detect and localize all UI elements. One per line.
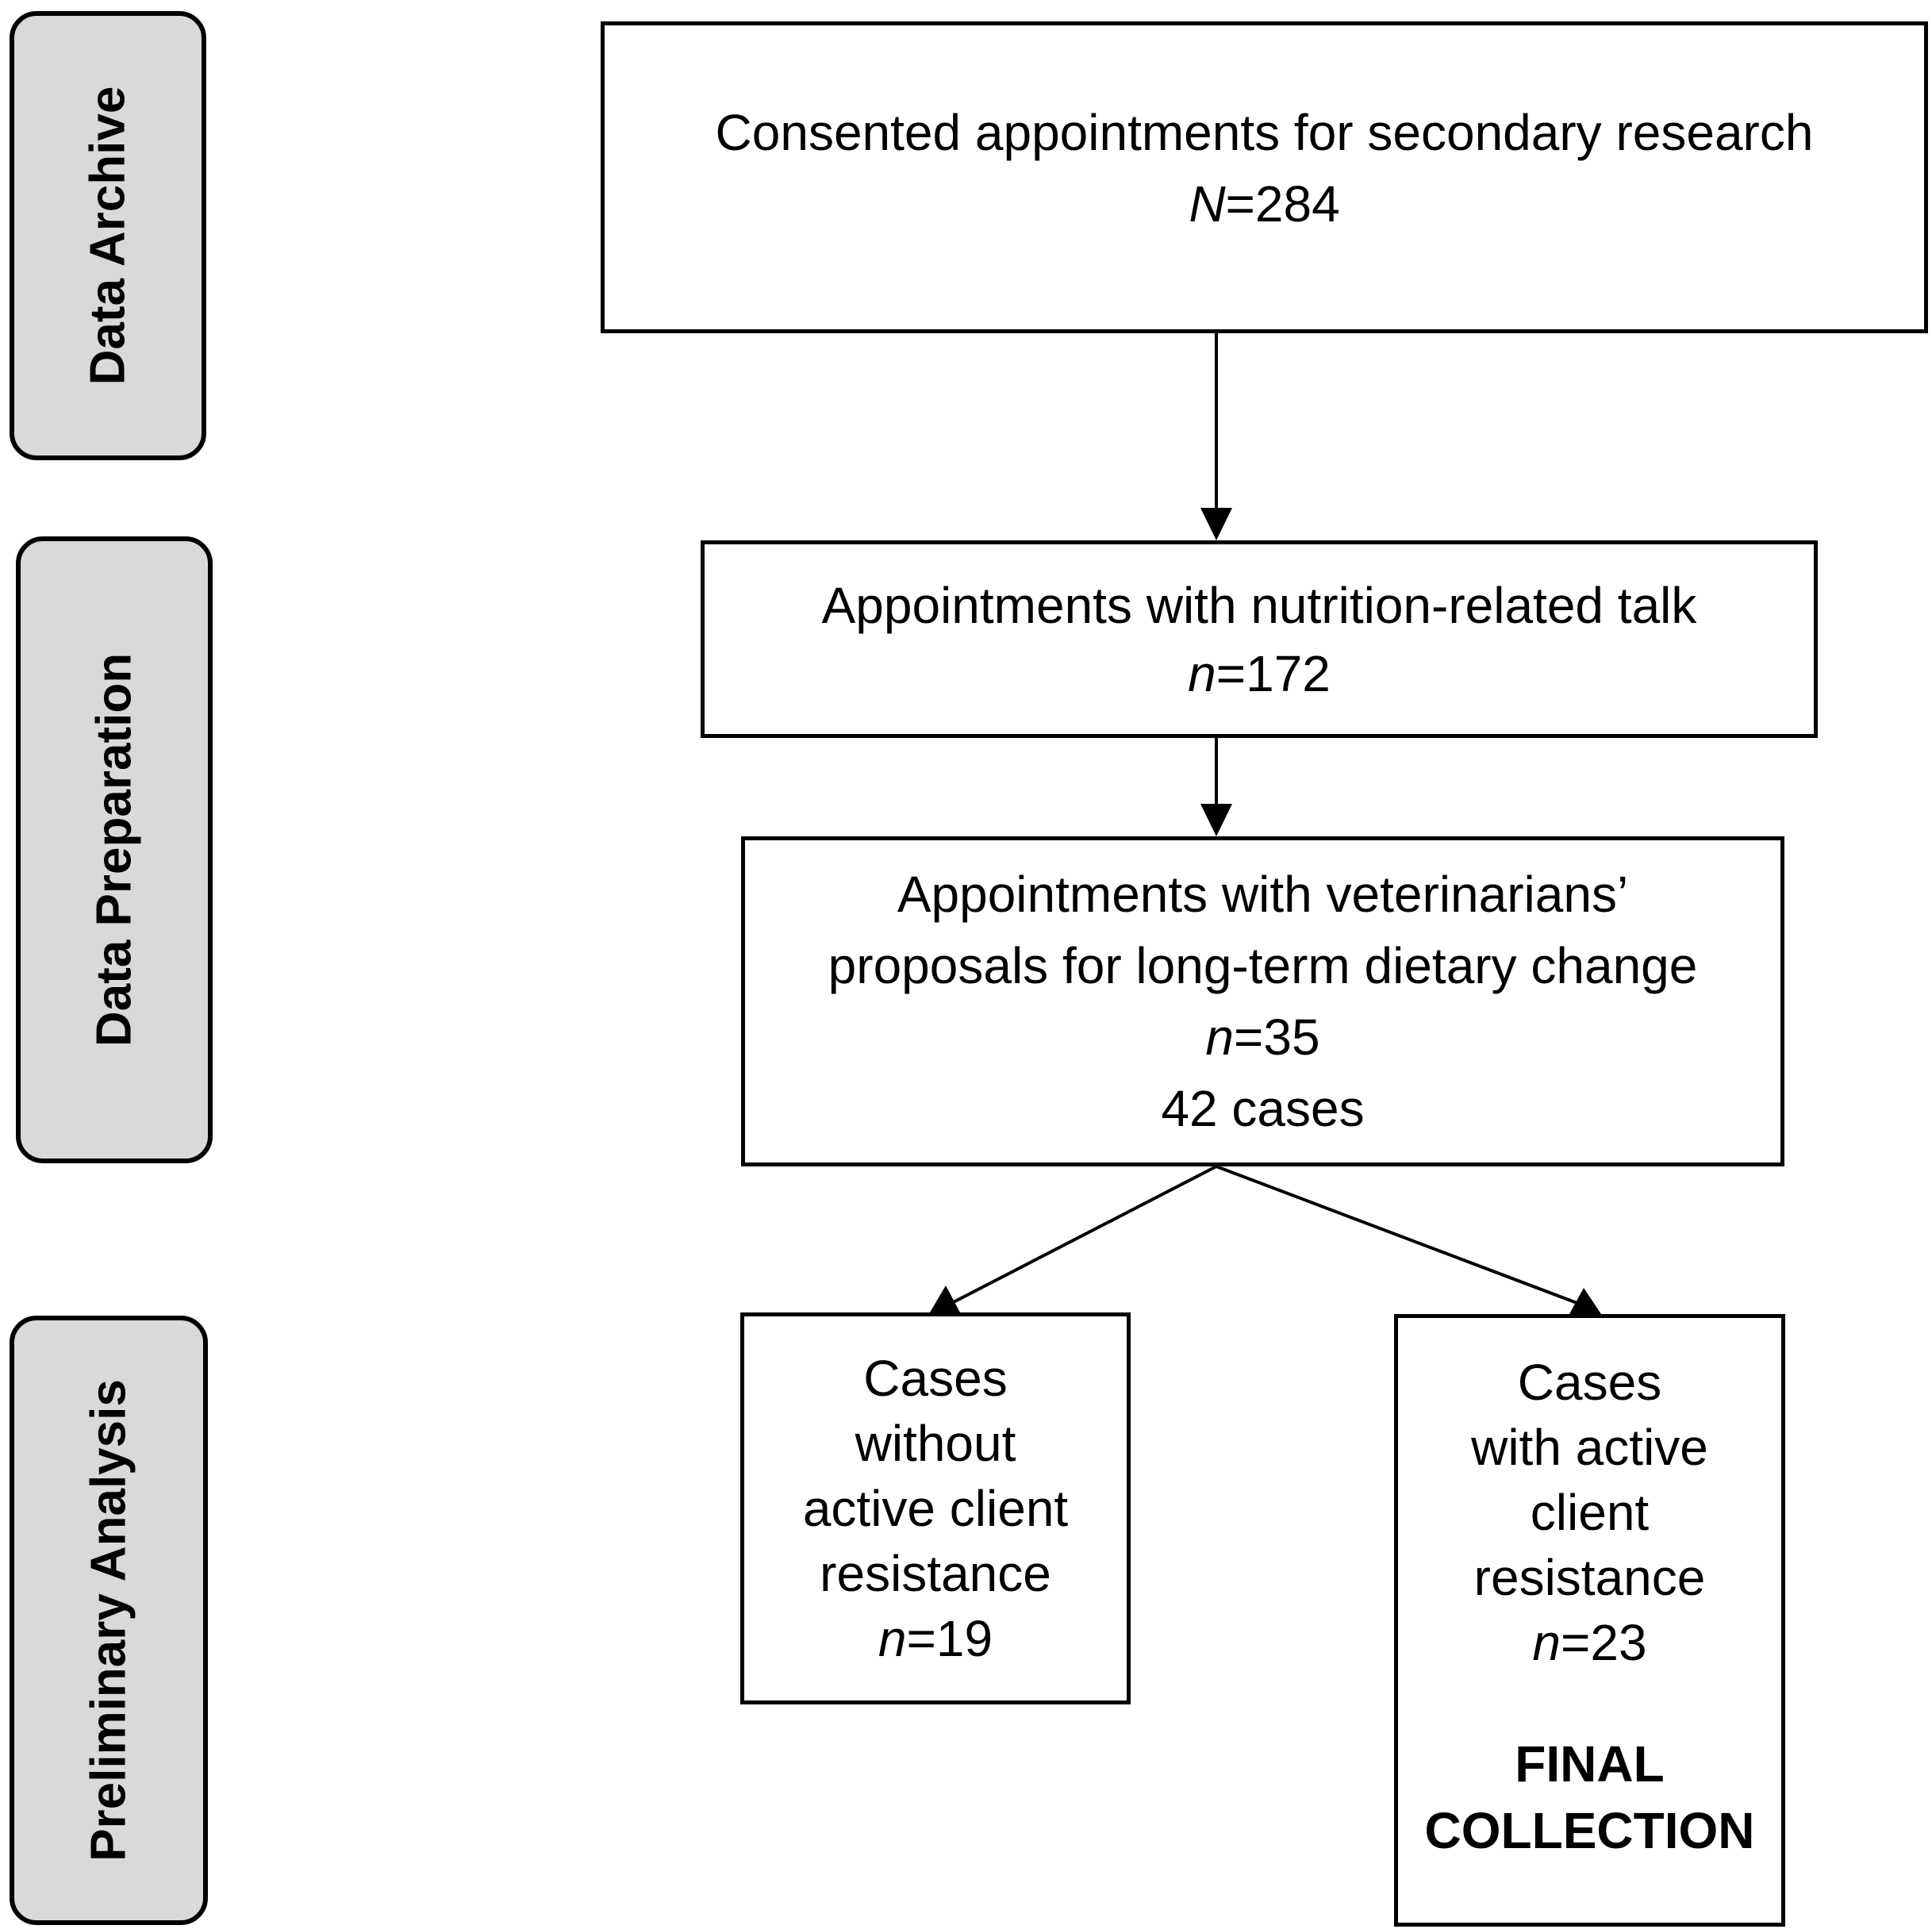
box-cases: 42 cases [1161, 1080, 1365, 1137]
stage-label-preliminary: Preliminary Analysis [81, 1379, 136, 1862]
count-value: =23 [1561, 1614, 1647, 1671]
box-nutrition-talk: Appointments with nutrition-related talk… [701, 540, 1818, 738]
stage-label-preparation: Data Preparation [86, 652, 142, 1047]
arrowhead-proposals [1200, 804, 1232, 836]
final-collection-label: FINAL COLLECTION [1425, 1731, 1755, 1864]
box-text-line-1: Cases [863, 1350, 1008, 1407]
box-count: N=284 [1189, 168, 1339, 240]
count-variable: N [1189, 175, 1226, 232]
stage-data-preparation: Data Preparation [16, 536, 213, 1163]
box-count: n=172 [1188, 640, 1331, 708]
box-text-line-1: Cases [1517, 1354, 1662, 1411]
count-value: =35 [1234, 1009, 1320, 1066]
box-text-line-1: Appointments with veterinarians’ [897, 866, 1629, 923]
count-value: =19 [906, 1610, 993, 1667]
box-dietary-proposals: Appointments with veterinarians’ proposa… [741, 836, 1784, 1166]
final-label-line-2: COLLECTION [1424, 1802, 1755, 1859]
box-text-line-4: resistance [1473, 1549, 1706, 1606]
count-variable: n [1532, 1614, 1561, 1671]
box-text-line-2: without [855, 1415, 1016, 1472]
count-variable: n [1188, 644, 1216, 702]
arrow-proposals-to-with [1216, 1165, 1586, 1308]
box-count: n=19 [878, 1606, 993, 1671]
final-label-line-1: FINAL [1515, 1735, 1665, 1793]
box-cases-without-resistance: Cases without active client resistance n… [740, 1312, 1131, 1704]
arrowhead-with [1569, 1288, 1601, 1314]
arrowhead-nutrition [1200, 508, 1232, 540]
count-variable: n [878, 1610, 907, 1667]
arrow-proposals-to-without [945, 1165, 1217, 1308]
box-text: Consented appointments for secondary res… [715, 103, 1814, 161]
box-text-line-2: with active [1471, 1419, 1708, 1476]
box-text-line-2: proposals for long-term dietary change [828, 937, 1698, 994]
count-value: =172 [1216, 644, 1331, 702]
box-cases-with-resistance: Cases with active client resistance n=23… [1394, 1314, 1785, 1927]
count-variable: n [1205, 1009, 1235, 1066]
box-text: Appointments with nutrition-related talk [821, 576, 1697, 634]
box-text-line-4: resistance [820, 1545, 1051, 1602]
box-count: n=35 [1205, 1001, 1319, 1073]
stage-data-archive: Data Archive [10, 11, 206, 460]
box-text-line-3: active client [802, 1480, 1069, 1537]
box-consented-appointments: Consented appointments for secondary res… [601, 21, 1928, 333]
stage-preliminary-analysis: Preliminary Analysis [10, 1316, 208, 1925]
count-value: =284 [1225, 175, 1340, 232]
stage-label-archive: Data Archive [80, 86, 136, 386]
box-text-line-3: client [1530, 1484, 1650, 1541]
box-count: n=23 [1532, 1610, 1646, 1675]
arrowhead-without [930, 1285, 960, 1312]
